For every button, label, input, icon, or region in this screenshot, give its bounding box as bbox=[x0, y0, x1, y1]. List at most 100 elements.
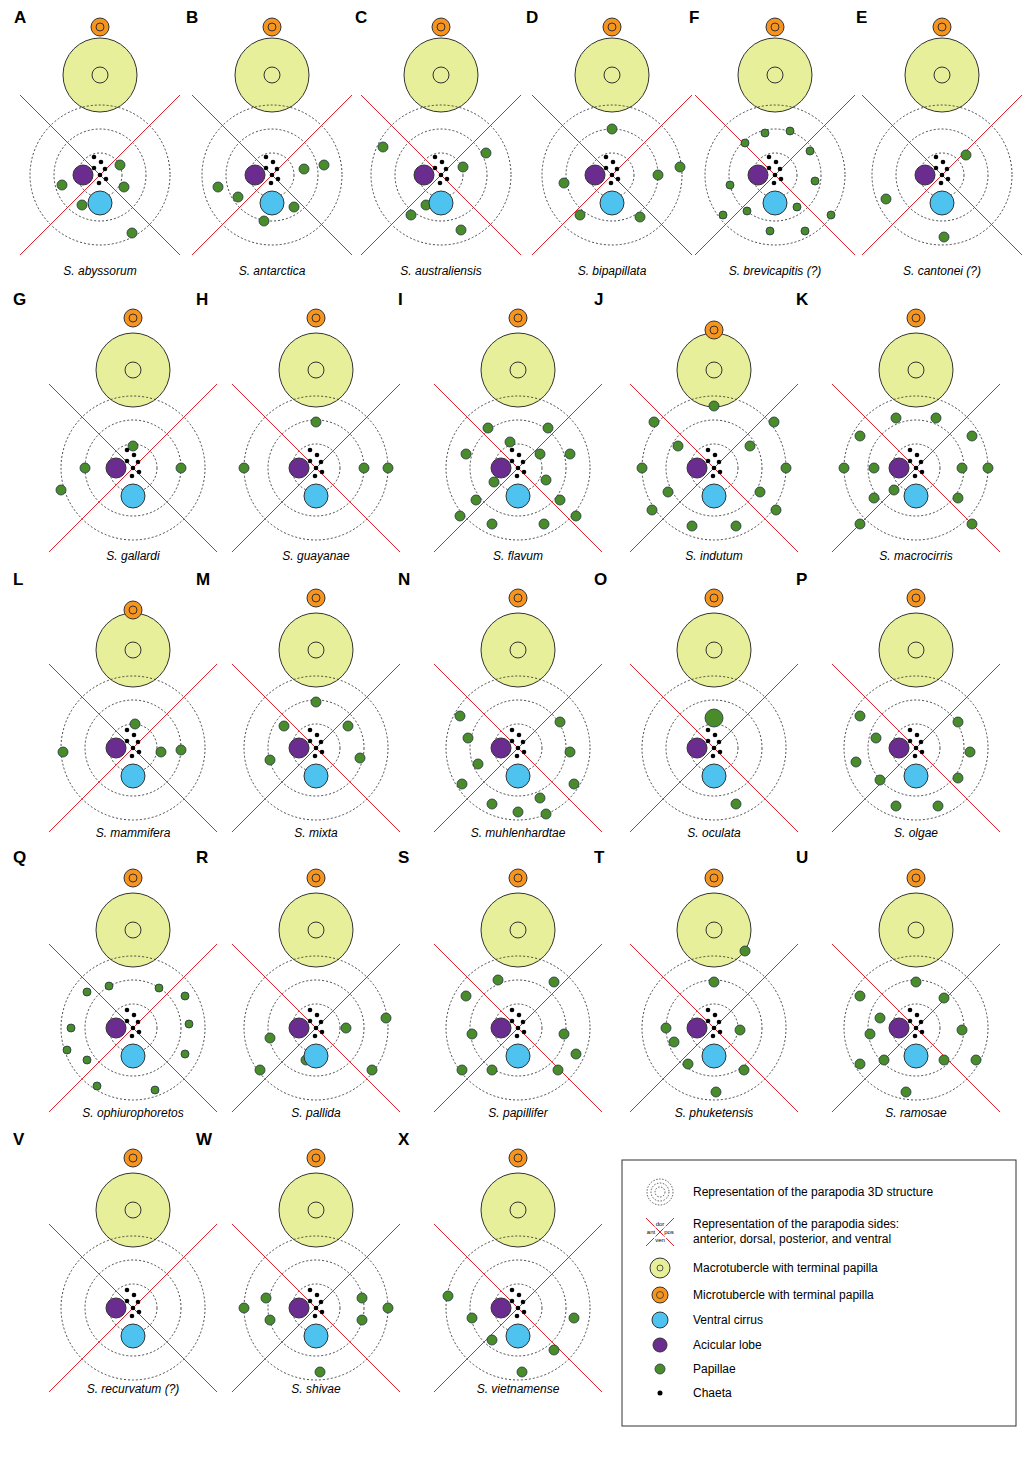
terminal-papilla bbox=[710, 874, 718, 882]
side-axis bbox=[361, 95, 521, 255]
papilla bbox=[319, 160, 329, 170]
papilla bbox=[535, 793, 545, 803]
species-name: S. ophiurophoretos bbox=[82, 1106, 183, 1120]
panel-letter: L bbox=[13, 570, 23, 590]
macrotubercle bbox=[738, 38, 812, 112]
chaeta bbox=[706, 1019, 711, 1024]
chaeta bbox=[767, 155, 772, 160]
papilla bbox=[555, 495, 565, 505]
chaeta bbox=[313, 754, 318, 759]
chaeta bbox=[934, 166, 939, 171]
papilla bbox=[367, 1065, 377, 1075]
papilla bbox=[461, 449, 471, 459]
papilla bbox=[185, 1020, 193, 1028]
side-axis bbox=[630, 384, 798, 552]
papilla bbox=[769, 417, 779, 427]
chaeta bbox=[767, 166, 772, 171]
papilla bbox=[181, 1050, 189, 1058]
legend-papilla bbox=[657, 1292, 664, 1299]
chaeta bbox=[510, 459, 515, 464]
papilla bbox=[233, 192, 243, 202]
terminal-papilla bbox=[767, 67, 783, 83]
side-axis bbox=[862, 95, 1022, 255]
side-axis bbox=[232, 664, 400, 832]
terminal-papilla bbox=[308, 642, 324, 658]
chaeta bbox=[945, 167, 950, 172]
papilla bbox=[687, 521, 697, 531]
species-name: S. muhlenhardtae bbox=[471, 826, 566, 840]
papilla bbox=[279, 721, 289, 731]
papilla bbox=[669, 1037, 679, 1047]
acicular-lobe bbox=[687, 738, 707, 758]
papilla bbox=[755, 487, 765, 497]
side-axis bbox=[434, 944, 602, 1112]
papilla bbox=[155, 984, 163, 992]
species-name: S. australiensis bbox=[400, 264, 481, 278]
chaeta bbox=[314, 746, 319, 751]
papilla bbox=[239, 463, 249, 473]
chaeta bbox=[313, 1314, 318, 1319]
chaeta bbox=[711, 754, 716, 759]
chaeta bbox=[99, 160, 104, 165]
acicular-lobe bbox=[889, 458, 909, 478]
papilla bbox=[151, 1086, 159, 1094]
terminal-papilla bbox=[514, 314, 522, 322]
chaeta bbox=[934, 155, 939, 160]
chaeta bbox=[915, 1013, 920, 1018]
species-name: S. macrocirris bbox=[879, 549, 952, 563]
terminal-papilla bbox=[908, 362, 924, 378]
papilla bbox=[315, 1367, 325, 1377]
macrotubercle bbox=[879, 333, 953, 407]
acicular-lobe bbox=[491, 738, 511, 758]
side-axis bbox=[49, 664, 217, 832]
chaeta bbox=[718, 1030, 723, 1035]
panel-letter: F bbox=[689, 8, 699, 28]
side-axis bbox=[695, 95, 855, 255]
papilla bbox=[653, 170, 663, 180]
papilla bbox=[801, 227, 809, 235]
papilla bbox=[259, 216, 269, 226]
chaeta bbox=[616, 177, 621, 182]
species-name: S. mixta bbox=[294, 826, 337, 840]
species-name: S. antarctica bbox=[239, 264, 306, 278]
chaeta bbox=[515, 1034, 520, 1039]
side-axis bbox=[361, 95, 521, 255]
terminal-papilla bbox=[710, 326, 718, 334]
chaeta bbox=[97, 181, 102, 186]
papilla bbox=[265, 1033, 275, 1043]
chaeta bbox=[440, 160, 445, 165]
species-name: S. oculata bbox=[687, 826, 740, 840]
papilla bbox=[549, 1345, 559, 1355]
papilla bbox=[675, 162, 685, 172]
chaeta bbox=[774, 160, 779, 165]
side-axis bbox=[20, 95, 180, 255]
terminal-papilla bbox=[934, 67, 950, 83]
chaeta bbox=[438, 181, 443, 186]
chaeta bbox=[940, 173, 945, 178]
microtubercle bbox=[766, 18, 784, 36]
papilla bbox=[559, 178, 569, 188]
chaeta bbox=[125, 1019, 130, 1024]
papilla bbox=[483, 423, 493, 433]
chaeta bbox=[908, 1019, 913, 1024]
legend-text: Macrotubercle with terminal papilla bbox=[693, 1261, 1003, 1276]
chaeta bbox=[308, 1008, 313, 1013]
chaeta bbox=[778, 167, 783, 172]
terminal-papilla bbox=[912, 594, 920, 602]
legend-swatch bbox=[658, 1391, 663, 1396]
microtubercle bbox=[307, 309, 325, 327]
macrotubercle bbox=[279, 333, 353, 407]
chaeta bbox=[718, 470, 723, 475]
papilla bbox=[80, 463, 90, 473]
terminal-papilla bbox=[129, 606, 137, 614]
panel-letter: I bbox=[398, 290, 403, 310]
terminal-papilla bbox=[312, 314, 320, 322]
terminal-papilla bbox=[129, 314, 137, 322]
chaeta bbox=[521, 1300, 526, 1305]
acicular-lobe bbox=[106, 1018, 126, 1038]
ventral-cirrus bbox=[600, 191, 624, 215]
chaeta bbox=[515, 754, 520, 759]
papilla bbox=[891, 801, 901, 811]
papilla bbox=[541, 475, 551, 485]
papilla bbox=[637, 463, 647, 473]
